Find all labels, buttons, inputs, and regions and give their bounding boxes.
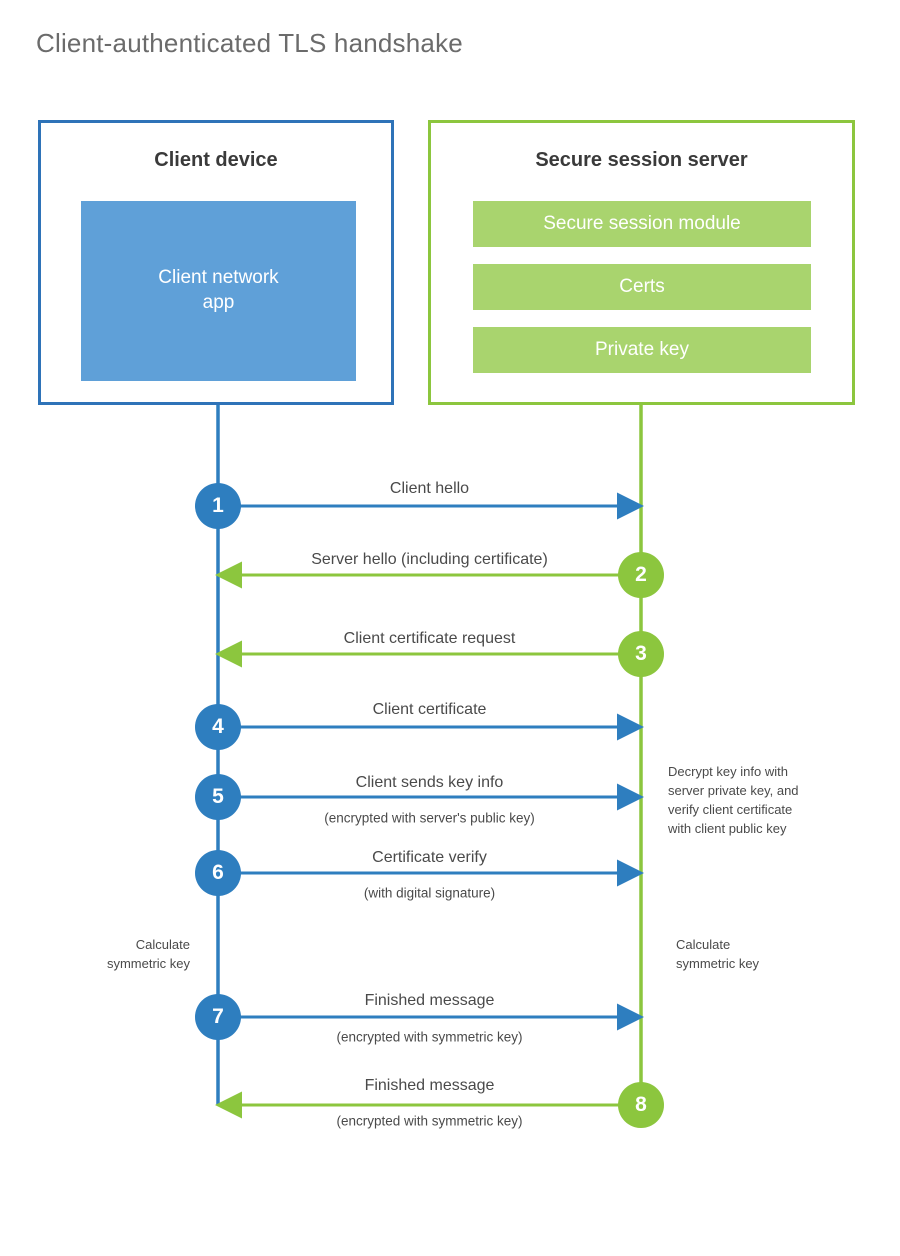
- note-client-calc-line-1: Calculate: [135, 937, 190, 952]
- client-network-app-label: Client network app: [158, 266, 278, 315]
- step-marker-5: 5: [195, 774, 241, 820]
- note-server-decrypt-key-info: Decrypt key info with server private key…: [668, 763, 868, 838]
- step-number-label: 1: [212, 494, 224, 517]
- note-client-calculate-symmetric-key: Calculate symmetric key: [30, 936, 190, 974]
- message-sublabel-step-8: (encrypted with symmetric key): [336, 1113, 523, 1129]
- message-label-step-2: Server hello (including certificate): [311, 551, 548, 568]
- step-marker-7: 7: [195, 994, 241, 1040]
- message-label-step-6: Certificate verify: [372, 849, 487, 866]
- step-number-label: 8: [635, 1093, 647, 1116]
- step-number-label: 5: [212, 785, 224, 808]
- step-number-label: 2: [635, 563, 647, 586]
- step-marker-2: 2: [618, 552, 664, 598]
- client-device-box: Client device Client network app: [38, 120, 394, 405]
- note-server-calc-line-1: Calculate: [676, 937, 731, 952]
- message-label-step-5: Client sends key info: [355, 774, 504, 791]
- note-server-decrypt-line-4: with client public key: [668, 820, 787, 836]
- step-number-label: 6: [212, 861, 224, 884]
- client-device-title: Client device: [154, 149, 278, 171]
- server-component-certs: Certs: [473, 264, 811, 310]
- message-sublabel-step-5: (encrypted with server's public key): [324, 810, 535, 826]
- note-client-calc-line-2: symmetric key: [106, 955, 190, 971]
- step-marker-6: 6: [195, 850, 241, 896]
- note-server-calc-line-2: symmetric key: [676, 955, 760, 971]
- secure-session-server-box: Secure session server Secure session mod…: [428, 120, 855, 405]
- secure-session-server-title: Secure session server: [535, 149, 748, 171]
- step-marker-8: 8: [618, 1082, 664, 1128]
- server-component-secure-session-module: Secure session module: [473, 201, 811, 247]
- server-component-private-key: Private key: [473, 327, 811, 373]
- message-label-step-7: Finished message: [364, 992, 495, 1009]
- message-label-step-1: Client hello: [389, 480, 470, 497]
- step-number-label: 7: [212, 1005, 224, 1028]
- message-label-step-3: Client certificate request: [343, 630, 516, 647]
- note-server-calculate-symmetric-key: Calculate symmetric key: [676, 936, 866, 974]
- step-marker-1: 1: [195, 483, 241, 529]
- note-server-decrypt-line-2: server private key, and: [668, 782, 799, 798]
- client-network-app-block: Client network app: [81, 201, 356, 381]
- step-marker-4: 4: [195, 704, 241, 750]
- note-server-decrypt-line-1: Decrypt key info with: [668, 764, 788, 779]
- step-number-label: 4: [212, 715, 224, 738]
- note-server-decrypt-line-3: verify client certificate: [668, 801, 793, 817]
- page-title: Client-authenticated TLS handshake: [36, 28, 463, 58]
- message-arrows: [215, 492, 644, 1119]
- message-sublabel-step-7: (encrypted with symmetric key): [336, 1029, 523, 1045]
- step-number-label: 3: [635, 642, 647, 665]
- client-app-label-line-1: Client network: [158, 267, 279, 289]
- message-label-step-8: Finished message: [364, 1077, 495, 1094]
- client-app-label-line-2: app: [202, 292, 235, 313]
- message-label-step-4: Client certificate: [372, 701, 487, 718]
- message-sublabel-step-6: (with digital signature): [363, 885, 496, 901]
- step-marker-3: 3: [618, 631, 664, 677]
